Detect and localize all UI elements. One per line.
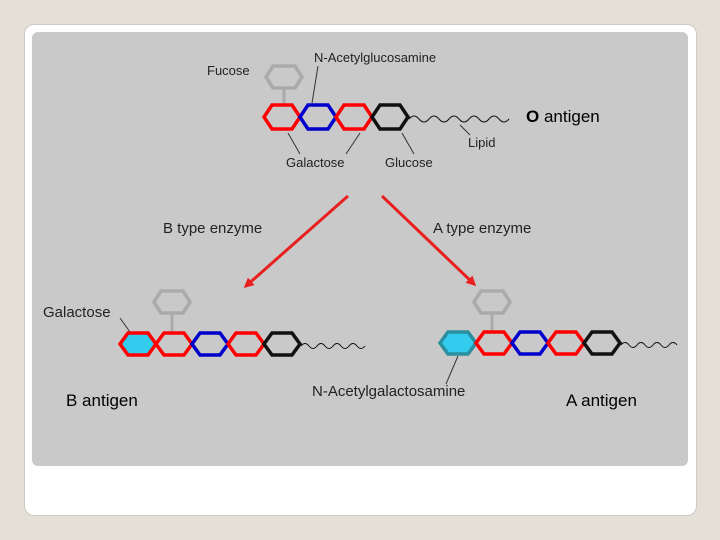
glucose-hexagon [261, 331, 303, 357]
lipid-tail [408, 115, 510, 123]
a-antigen-chain [437, 289, 678, 385]
glucose-label: Glucose [385, 155, 433, 170]
b-antigen-chain [117, 289, 366, 357]
o-antigen-letter: O [526, 107, 540, 126]
galactose-label-top: Galactose [286, 155, 345, 170]
galactose-hexagon [261, 103, 303, 131]
fucose-hexagon [263, 64, 305, 90]
terminal-galactose-hexagon [117, 331, 159, 357]
o-antigen-label: O antigen [526, 108, 600, 125]
n-acetylglucosamine-hexagon [189, 331, 231, 357]
n-acetylgalactosamine-label: N-Acetylgalactosamine [312, 383, 466, 400]
b-enzyme-arrow [243, 194, 349, 288]
galactose-hexagon [545, 330, 587, 356]
b-antigen-label: B antigen [66, 391, 138, 410]
o-antigen-word: antigen [543, 107, 600, 126]
fucose-hexagon [471, 289, 513, 315]
galactose-hexagon [225, 331, 267, 357]
b-type-enzyme-label: B type enzyme [163, 220, 263, 237]
pointer-line [345, 132, 361, 155]
glucose-hexagon [581, 330, 623, 356]
n-acetylglucosamine-label: N-Acetylglucosamine [314, 50, 437, 65]
pointer-line [401, 132, 415, 155]
galactose-hexagon [473, 330, 515, 356]
fucose-label: Fucose [207, 63, 250, 78]
fucose-hexagon [151, 289, 193, 315]
lipid-tail [620, 342, 678, 348]
galactose-hexagon [153, 331, 195, 357]
pointer-line [311, 65, 319, 104]
lipid-label: Lipid [468, 135, 496, 150]
a-enzyme-arrow [380, 194, 477, 287]
a-antigen-label: A antigen [566, 391, 637, 410]
lipid-tail [300, 343, 366, 349]
n-acetylglucosamine-hexagon [297, 103, 339, 131]
a-type-enzyme-label: A type enzyme [433, 220, 532, 237]
galactose-hexagon [333, 103, 375, 131]
pointer-line [445, 355, 459, 385]
n-acetylglucosamine-hexagon [509, 330, 551, 356]
pointer-line [119, 317, 131, 333]
o-antigen-chain [261, 64, 510, 155]
n-acetylgalactosamine-hexagon [437, 330, 479, 356]
pointer-line [459, 124, 471, 136]
galactose-label-left: Galactose [43, 304, 111, 321]
glucose-hexagon [369, 103, 411, 131]
pointer-line [287, 132, 301, 155]
